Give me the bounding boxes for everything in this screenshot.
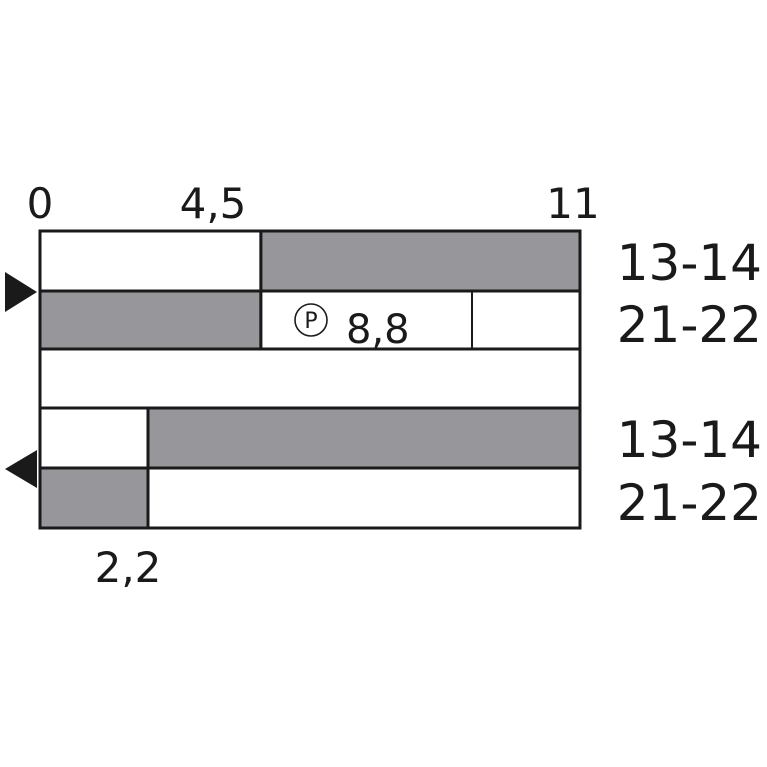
contact-row-21-22-forward [38,289,582,351]
open-segment [38,229,263,293]
closed-segment [38,289,263,351]
separator-row [38,347,582,410]
bottom-scale: 2,2 [95,543,162,592]
bottom-tick-label: 2,2 [95,543,162,592]
open-segment [146,466,582,530]
closed-segment [259,229,582,293]
open-segment [38,406,150,470]
contact-row-13-14-forward [38,229,582,293]
contact-label: 21-22 [617,296,762,354]
positive-opening-icon: P [294,303,328,337]
contact-label: 21-22 [617,474,762,532]
forward-group: 13-14 21-22 P 8,8 [5,229,762,354]
top-tick-label: 11 [546,179,599,228]
top-scale: 0 4,5 11 [27,179,600,228]
closed-segment [38,466,150,530]
contact-row-21-22-return [38,466,582,530]
top-tick-label: 4,5 [180,179,247,228]
positive-opening-symbol: P [304,309,317,334]
triangle-left-icon [5,450,37,488]
contact-label: 13-14 [617,411,762,469]
closed-segment [146,406,582,470]
positive-opening-label: 8,8 [346,307,410,353]
triangle-right-icon [5,272,37,312]
contact-label: 13-14 [617,234,762,292]
contact-row-13-14-return [38,406,582,470]
top-tick-label: 0 [27,179,54,228]
diagram-frame [38,229,582,530]
return-group: 13-14 21-22 [5,406,762,532]
